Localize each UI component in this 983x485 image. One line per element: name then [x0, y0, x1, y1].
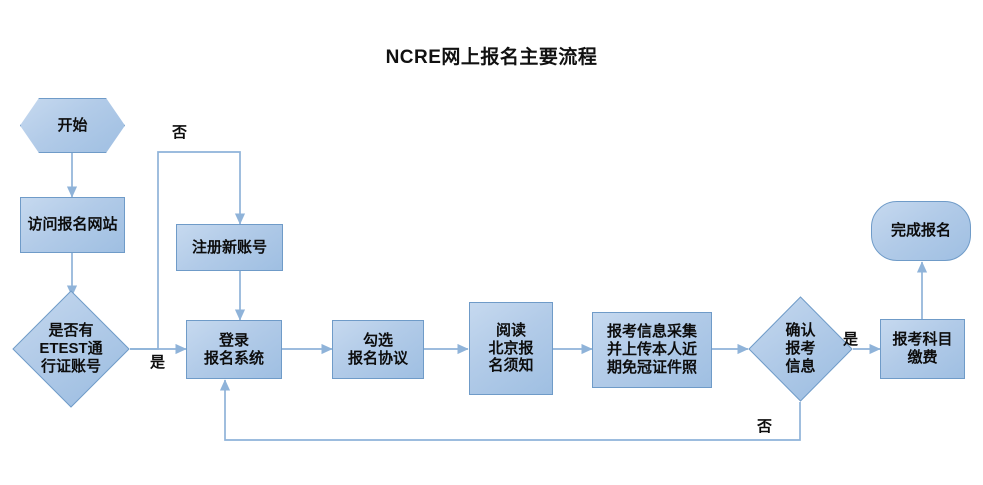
- node-confirm-info-label: 确认 报考 信息: [785, 322, 816, 375]
- edge-label-yes-pay: 是: [843, 331, 859, 348]
- diamond-shape: [748, 296, 853, 402]
- node-pay-fee[interactable]: 报考科目 缴费: [880, 319, 965, 379]
- node-collect-info[interactable]: 报考信息采集 并上传本人近 期免冠证件照: [592, 312, 712, 388]
- edge-confirm-login: [219, 379, 801, 441]
- node-visit-site[interactable]: 访问报名网站: [20, 197, 125, 253]
- node-check-agreement[interactable]: 勾选 报名协议: [332, 320, 424, 379]
- node-read-notice[interactable]: 阅读 北京报 名须知: [469, 302, 553, 395]
- node-has-etest-account-label: 是否有 ETEST通 行证账号: [39, 322, 103, 375]
- diamond-shape: [12, 290, 130, 408]
- page-title: NCRE网上报名主要流程: [385, 47, 598, 68]
- edge-label-yes-login: 是: [150, 354, 166, 371]
- edge-label-no-back: 否: [757, 418, 773, 435]
- node-login-system[interactable]: 登录 报名系统: [186, 320, 282, 379]
- node-finish[interactable]: 完成报名: [871, 201, 971, 261]
- edge-label-no-register: 否: [172, 124, 188, 141]
- node-has-etest-account[interactable]: 是否有 ETEST通 行证账号: [12, 290, 130, 408]
- node-register-account[interactable]: 注册新账号: [176, 224, 283, 271]
- node-confirm-info[interactable]: 确认 报考 信息: [748, 296, 853, 402]
- node-start[interactable]: 开始: [20, 98, 125, 153]
